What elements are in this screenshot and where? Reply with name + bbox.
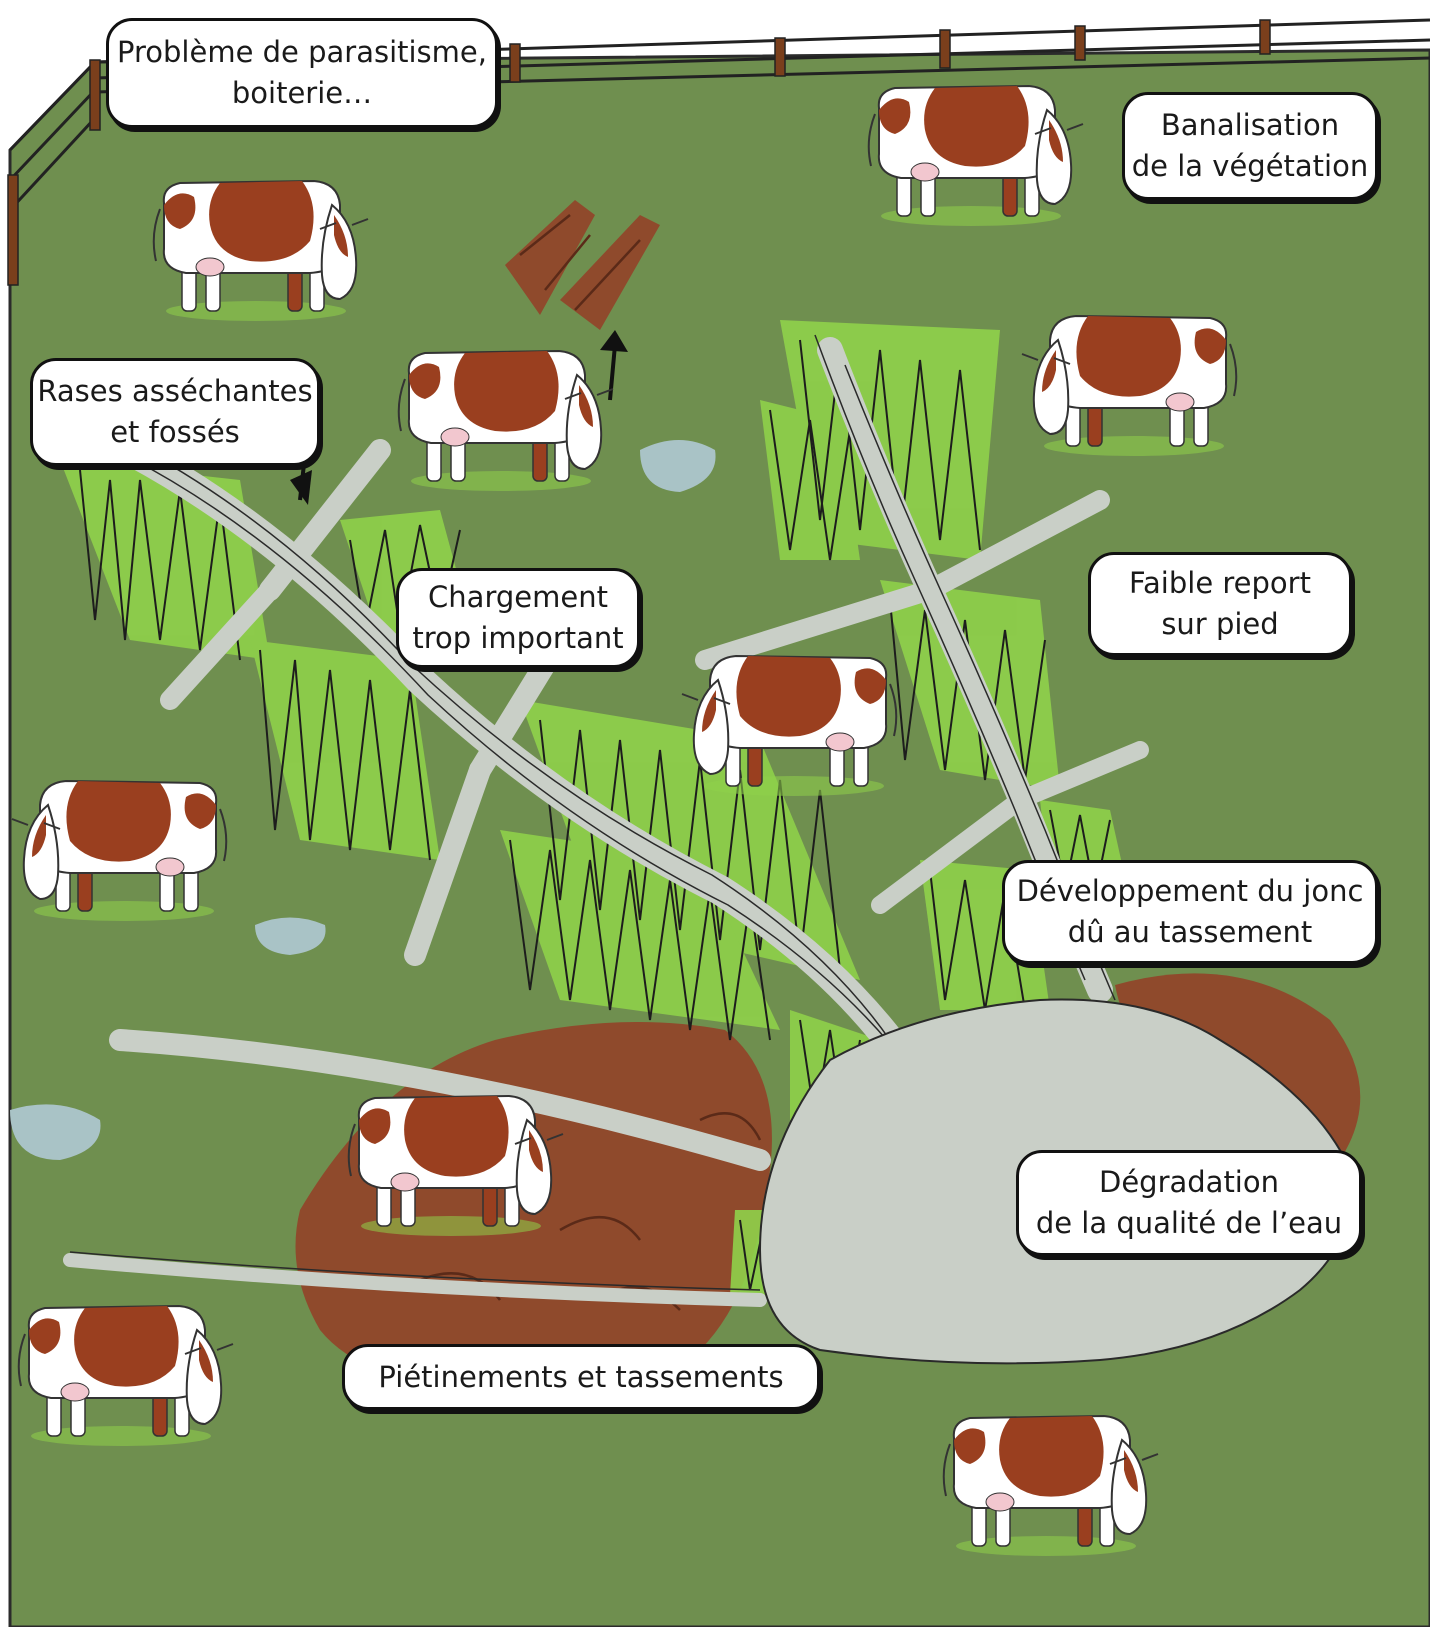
label-rases-line2: et fossés [110, 412, 240, 453]
label-parasitisme-line1: Problème de parasitisme, [117, 32, 487, 73]
label-chargement-line1: Chargement [428, 577, 608, 618]
label-jonc-line1: Développement du jonc [1017, 871, 1364, 912]
label-banalisation-line1: Banalisation [1161, 105, 1339, 146]
label-banalisation-line2: de la végétation [1132, 146, 1368, 187]
label-jonc: Développement du jonc dû au tassement [1002, 860, 1378, 964]
label-chargement: Chargement trop important [396, 568, 640, 668]
label-parasitisme: Problème de parasitisme, boiterie… [106, 18, 498, 128]
label-rases-line1: Rases asséchantes [37, 371, 312, 412]
label-report: Faible report sur pied [1088, 552, 1352, 656]
label-parasitisme-line2: boiterie… [232, 73, 372, 114]
label-pietinements: Piétinements et tassements [342, 1344, 820, 1410]
label-pietinements-line1: Piétinements et tassements [378, 1357, 783, 1398]
label-report-line2: sur pied [1161, 604, 1278, 645]
label-banalisation: Banalisation de la végétation [1122, 92, 1378, 200]
label-report-line1: Faible report [1129, 563, 1311, 604]
label-chargement-line2: trop important [412, 618, 623, 659]
label-rases: Rases asséchantes et fossés [30, 358, 320, 466]
label-eau: Dégradation de la qualité de l’eau [1016, 1150, 1362, 1256]
label-eau-line1: Dégradation [1099, 1162, 1279, 1203]
label-jonc-line2: dû au tassement [1068, 912, 1312, 953]
label-eau-line2: de la qualité de l’eau [1036, 1203, 1342, 1244]
